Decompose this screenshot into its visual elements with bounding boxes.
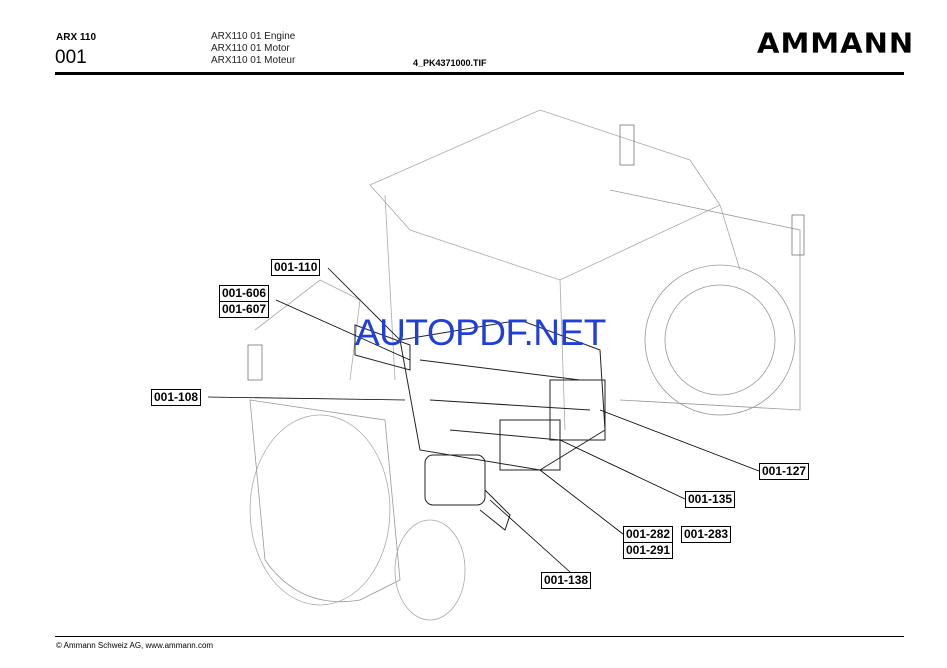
callout-001-135[interactable]: 001-135 [685, 491, 736, 508]
callout-001-108[interactable]: 001-108 [151, 389, 202, 406]
ammann-logo: AMMANN [757, 26, 915, 60]
model-name: ARX 110 [56, 32, 97, 43]
footer-rule [55, 636, 904, 637]
callout-001-282[interactable]: 001-282 [623, 526, 674, 543]
callout-001-607[interactable]: 001-607 [219, 301, 270, 318]
callout-001-110[interactable]: 001-110 [271, 259, 321, 276]
description-fr: ARX110 01 Moteur [211, 55, 296, 66]
callout-001-138[interactable]: 001-138 [541, 572, 592, 589]
description-de: ARX110 01 Motor [211, 43, 290, 54]
callout-001-283[interactable]: 001-283 [681, 526, 732, 543]
callout-001-291[interactable]: 001-291 [623, 542, 674, 559]
watermark: AUTOPDF.NET [355, 312, 606, 353]
callout-001-606[interactable]: 001-606 [219, 285, 270, 302]
copyright-footer: © Ammann Schweiz AG, www.ammann.com [56, 641, 214, 650]
callout-001-127[interactable]: 001-127 [759, 463, 810, 480]
description-en: ARX110 01 Engine [211, 31, 296, 42]
header-rule [55, 72, 904, 75]
file-name: 4_PK4371000.TIF [413, 58, 487, 68]
group-number: 001 [55, 47, 87, 68]
